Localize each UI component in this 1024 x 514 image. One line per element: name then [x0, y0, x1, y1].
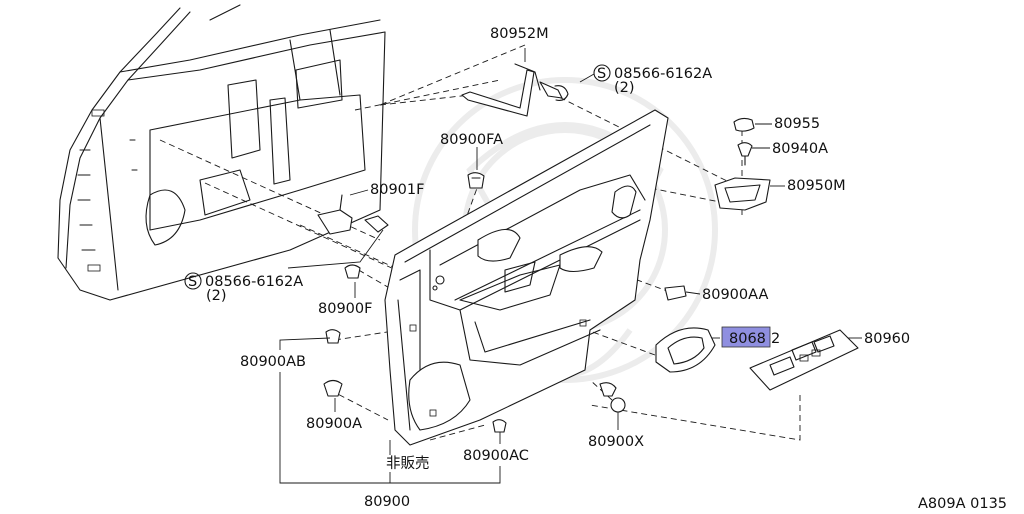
label-08566-6162A-left: 08566-6162A — [205, 274, 303, 290]
leader-lines — [279, 48, 862, 484]
label-80900: 80900 — [364, 494, 410, 510]
standard-part-symbol-top: S — [593, 64, 611, 82]
bezel-80682 — [655, 327, 716, 373]
label-not-for-sale: 非販売 — [386, 455, 430, 472]
door-trim-panel — [384, 109, 669, 446]
screw-80940A — [737, 142, 753, 166]
label-80960: 80960 — [864, 331, 910, 347]
label-80940A: 80940A — [772, 141, 828, 157]
label-80900F: 80900F — [318, 301, 372, 317]
clip-80900F — [344, 264, 361, 279]
clip-80900AC — [492, 419, 507, 433]
diagram-code: A809A 0135 — [918, 496, 1007, 510]
bracket-clip-80901F — [317, 194, 389, 235]
label-80950M: 80950M — [787, 178, 846, 194]
label-80682-highlighted[interactable]: 8068 — [729, 331, 766, 347]
clip-80900FA — [467, 172, 485, 189]
label-80955: 80955 — [774, 116, 820, 132]
screw-80900X — [599, 382, 626, 413]
label-80952M: 80952M — [490, 26, 549, 42]
label-80900X: 80900X — [588, 434, 644, 450]
label-80900FA: 80900FA — [440, 132, 503, 148]
switch-assembly-80960 — [749, 329, 859, 391]
highlight-80682[interactable] — [721, 326, 771, 348]
label-80901F: 80901F — [370, 182, 424, 198]
svg-text:S: S — [188, 274, 197, 290]
standard-part-symbol-left: S — [184, 272, 202, 290]
screw-cap-80955 — [733, 117, 755, 132]
label-80900A: 80900A — [306, 416, 362, 432]
clip-80900AA — [664, 285, 687, 301]
label-qty-top: (2) — [614, 80, 635, 96]
label-80682-tail: 2 — [771, 331, 780, 347]
label-80900AB: 80900AB — [240, 354, 306, 370]
bracket-80952M — [461, 63, 569, 117]
label-80900AA: 80900AA — [702, 287, 768, 303]
label-qty-left: (2) — [206, 288, 227, 304]
vehicle-door-frame — [57, 4, 386, 301]
clip-80900AB — [325, 329, 341, 344]
label-80900AC: 80900AC — [463, 448, 529, 464]
svg-text:S: S — [597, 66, 606, 82]
label-08566-6162A-top: 08566-6162A — [614, 66, 712, 82]
pull-handle-cup-80950M — [714, 177, 771, 211]
clip-80900A — [323, 379, 343, 397]
